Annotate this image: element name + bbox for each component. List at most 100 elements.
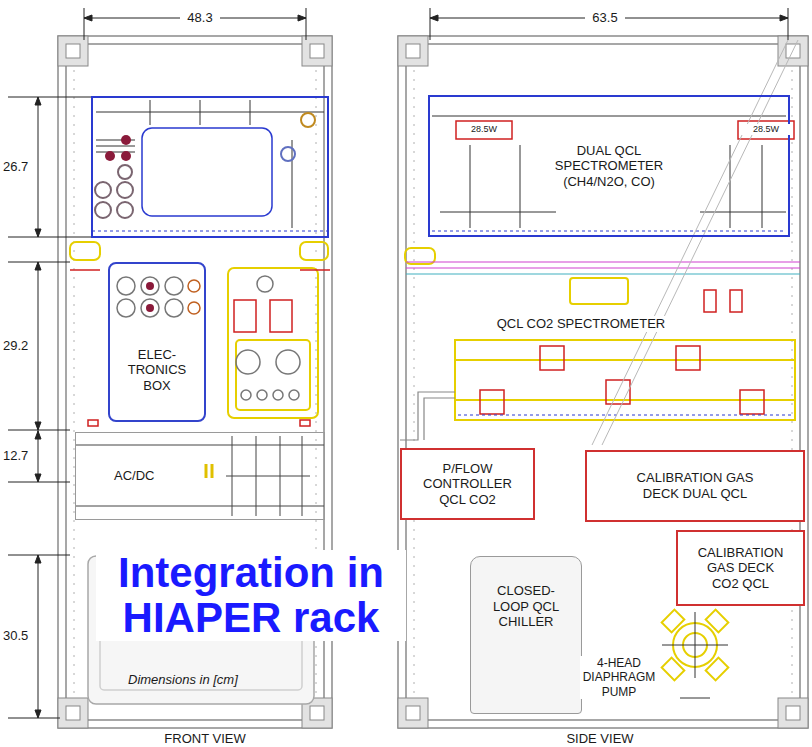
diaphragm-pump	[706, 610, 729, 633]
box-label: P/FLOW CONTROLLER QCL CO2	[411, 461, 525, 508]
connector-dot	[105, 135, 131, 161]
corner-bracket	[310, 44, 324, 58]
corner-bracket	[310, 706, 324, 720]
dimension-line	[298, 15, 306, 21]
connector-dot	[105, 151, 115, 161]
power-supply-part	[270, 300, 292, 332]
corner-bracket	[406, 706, 420, 720]
connector-dot	[121, 151, 131, 161]
connector-circle	[301, 113, 315, 127]
spectrometer-detail	[762, 145, 763, 228]
corner-bracket	[778, 698, 808, 728]
optics-mount	[480, 390, 504, 414]
controller-box: P/FLOW CONTROLLER QCL CO2	[400, 448, 535, 520]
spectrometer-front	[92, 97, 328, 237]
gas-deck-box: CALIBRATION GAS DECK CO2 QCL	[676, 530, 805, 606]
corner-bracket	[58, 36, 88, 66]
optics-mount	[480, 290, 764, 414]
spectrometer-detail	[440, 212, 556, 213]
co2-spectrometer-frame	[455, 399, 795, 401]
box-label: ELEC- TRONICS BOX	[116, 347, 198, 394]
corner-bracket	[302, 36, 332, 66]
dimension-line	[35, 710, 41, 718]
diaphragm-pump	[662, 610, 729, 681]
fuse-mark	[211, 464, 214, 478]
dimension-line	[8, 555, 70, 556]
electronics-detail	[141, 277, 159, 295]
power-rating: 28.5W	[740, 124, 792, 135]
pump-axis	[662, 612, 728, 698]
spectrometer-detail	[700, 212, 786, 213]
gas-line	[406, 261, 800, 262]
power-supply-part	[300, 420, 310, 426]
corner-bracket	[66, 44, 80, 58]
electronics-detail	[165, 299, 183, 317]
power-supply-part	[300, 269, 330, 271]
rack-frame	[58, 36, 808, 728]
view-caption: SIDE VIEW	[550, 731, 650, 747]
rack-rail	[414, 70, 415, 694]
corner-bracket	[398, 36, 428, 66]
pipe	[424, 398, 455, 440]
corner-bracket	[786, 706, 800, 720]
optics-mount	[704, 290, 716, 312]
dimension-value: 48.3	[180, 10, 220, 26]
diagonal-strut	[592, 40, 788, 445]
laser-heat-box	[456, 121, 512, 139]
diaphragm-pump	[662, 658, 685, 681]
spectrometer-detail	[432, 231, 786, 232]
corner-bracket	[398, 698, 428, 728]
rack-frame	[406, 44, 800, 720]
rack-frame	[398, 36, 808, 728]
electronics-detail	[257, 390, 267, 400]
part-name: QCL CO2 SPECTROMETER	[486, 316, 676, 332]
box-label: CLOSED- LOOP QCL CHILLER	[481, 583, 571, 630]
mount-bracket	[228, 268, 318, 418]
dimension-line	[430, 15, 438, 21]
power-supply-box: AC/DC	[75, 432, 325, 520]
dimension-line	[35, 97, 41, 105]
power-supply-part	[88, 420, 98, 426]
dimension-line	[84, 8, 85, 40]
pipe	[400, 392, 455, 440]
corner-bracket	[66, 706, 80, 720]
mechanical-detail	[292, 140, 293, 228]
box-label: AC/DC	[112, 468, 156, 484]
spectrometer-detail	[520, 145, 521, 228]
mount-bracket	[70, 242, 100, 260]
dimension-line	[35, 474, 41, 482]
dimension-line	[38, 97, 39, 237]
dimension-line	[35, 229, 41, 237]
dimension-line	[35, 422, 41, 430]
dimension-value: 29.2	[3, 338, 35, 354]
ac-dc-detail	[226, 476, 310, 477]
mount-bracket	[300, 242, 328, 260]
dimension-line	[8, 262, 70, 263]
co2-spectrometer-frame	[455, 278, 795, 420]
co2-spectrometer-frame	[455, 340, 795, 420]
connector-circle	[95, 202, 111, 218]
units-note: Dimensions in [cm]	[128, 672, 278, 688]
mechanical-detail	[200, 100, 201, 125]
mechanical-detail	[96, 100, 324, 228]
co2-spectrometer-frame	[455, 359, 795, 361]
laser-heat-box	[738, 121, 794, 139]
connector-circle	[95, 113, 315, 218]
box-label: DUAL QCL SPECTROMETER (CH4/N2O, CO)	[546, 143, 672, 190]
power-supply-part	[234, 300, 256, 332]
spectrometer-detail	[730, 145, 731, 228]
optics-mount	[676, 346, 700, 370]
ac-dc-detail	[75, 506, 325, 507]
electronics-detail	[289, 390, 299, 400]
electronics-detail	[188, 280, 200, 292]
dimension-line	[8, 237, 92, 238]
connector-circle	[117, 202, 133, 218]
spectrometer-front	[92, 231, 328, 232]
mount-bracket	[70, 242, 435, 418]
dimension-line	[780, 15, 788, 21]
electronics-detail	[165, 277, 183, 295]
box-label: CALIBRATION GAS DECK DUAL QCL	[617, 470, 773, 501]
diaphragm-pump	[706, 658, 729, 681]
electronics-dot	[146, 282, 154, 290]
